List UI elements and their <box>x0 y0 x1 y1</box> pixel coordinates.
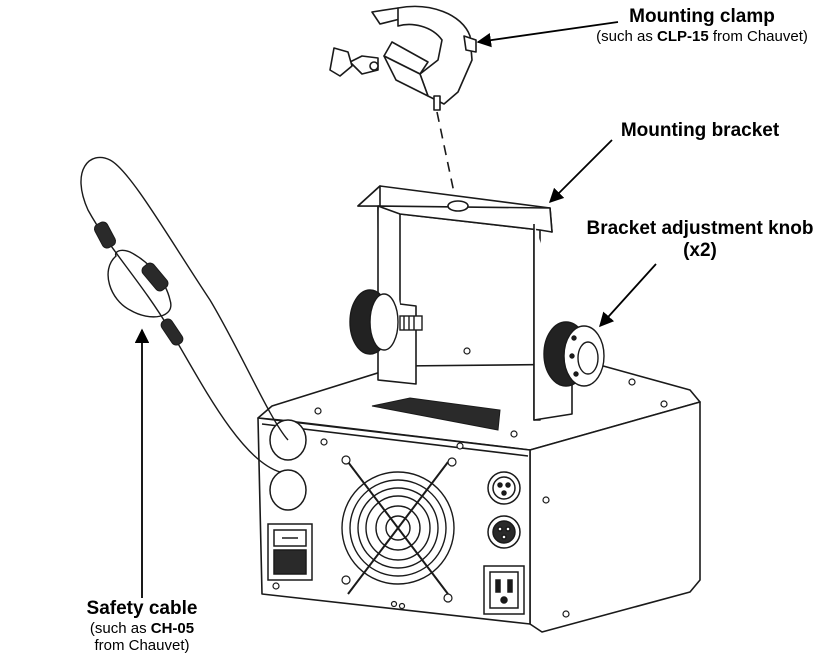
dmx-in-connector <box>487 471 521 505</box>
power-outlet <box>483 565 525 615</box>
leader-arrows <box>134 21 657 598</box>
left-adjustment-knob <box>349 289 423 355</box>
fan-screws <box>320 438 464 603</box>
top-screws <box>314 347 668 438</box>
adjustment-knob-title-line1: Bracket adjustment knob <box>586 218 814 239</box>
adjustment-knob-callout: Bracket adjustment knob (x2) <box>570 218 830 262</box>
mounting-bracket-title: Mounting bracket <box>620 120 780 141</box>
cooling-fan <box>341 461 455 595</box>
mounting-bracket-callout: Mounting bracket <box>600 120 800 142</box>
mounting-clamp <box>329 5 477 111</box>
fixture-body <box>257 363 701 633</box>
bottom-screws <box>272 496 570 618</box>
safety-cable-ferrules <box>93 221 184 346</box>
safety-cable-callout: Safety cable (such as CH-05 from Chauvet… <box>62 598 222 654</box>
safety-cable-title: Safety cable <box>86 598 198 619</box>
alignment-line <box>436 111 457 203</box>
safety-cable <box>80 156 289 473</box>
power-inlet <box>267 523 313 581</box>
safety-cable-subtitle-line1: (such as CH-05 <box>89 619 195 637</box>
mounting-clamp-callout: Mounting clamp (such as CLP-15 from Chau… <box>582 6 822 45</box>
right-adjustment-knob <box>543 321 605 387</box>
adjustment-knob-title-line2: (x2) <box>683 239 717 261</box>
top-vent <box>371 397 501 431</box>
mounting-clamp-subtitle: (such as CLP-15 from Chauvet) <box>596 27 808 45</box>
mounting-clamp-title: Mounting clamp <box>629 6 775 27</box>
dmx-out-connector <box>487 515 521 549</box>
safety-cable-subtitle-line2: from Chauvet) <box>94 637 190 655</box>
